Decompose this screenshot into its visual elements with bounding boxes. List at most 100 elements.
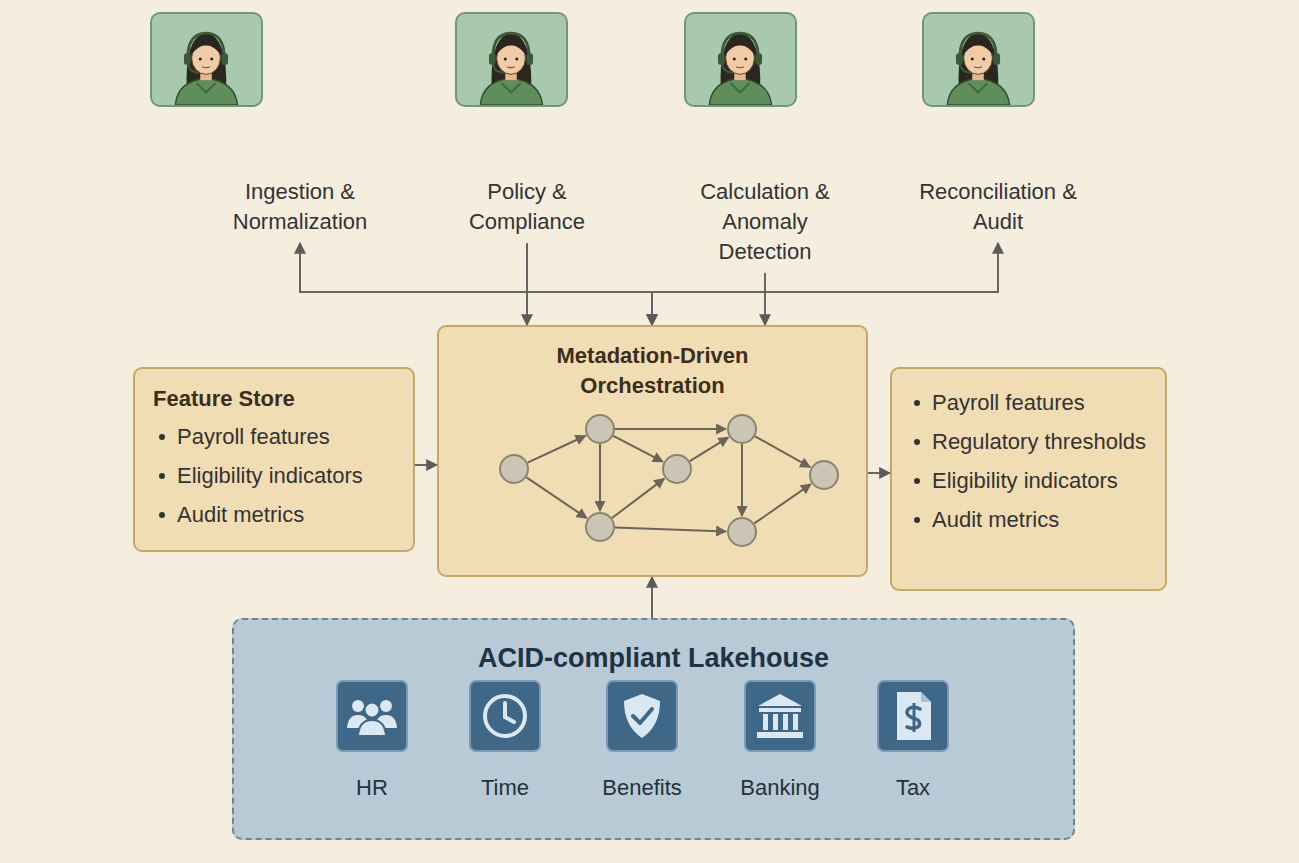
agent-icon [924,14,1033,105]
source-label: Time [445,774,565,802]
source-label: Benefits [582,774,702,802]
path-shape [722,33,758,58]
source-icon: HR [312,680,432,802]
path-shape [722,64,733,73]
agent-label: Reconciliation & Audit [903,177,1093,237]
people-icon [338,682,406,750]
circle-shape [515,57,518,60]
source-icon: Benefits [582,680,702,802]
path-shape [960,64,971,73]
path-shape [188,33,224,58]
feature-box: Payroll featuresRegulatory thresholdsEli… [890,367,1167,591]
graph-node [810,461,838,489]
icon-tile [336,680,408,752]
rect-shape [763,714,768,730]
circle-shape [380,700,392,712]
path-shape [501,83,520,93]
path-shape [960,33,996,58]
connector [300,243,652,325]
path-shape [964,40,993,54]
agent-icon [152,14,261,105]
path-shape [493,33,529,58]
graph-node [586,415,614,443]
graph-node [586,513,614,541]
bullet-item: Eligibility indicators [153,462,399,489]
lakehouse-band: ACID-compliant LakehouseHRTimeBenefitsBa… [232,618,1075,840]
path-shape [358,720,386,736]
path-shape [480,78,542,105]
path-shape [913,703,916,732]
graph-link [599,444,601,511]
agent-tile [455,12,568,107]
rect-shape [489,53,496,64]
graph-link [615,528,726,532]
agent-tile [922,12,1035,107]
clock-icon [471,682,539,750]
path-shape [758,694,802,706]
agent-node: Calculation & Anomaly Detection [690,12,840,267]
circle-shape [352,700,364,712]
agent-node: Policy & Compliance [452,12,602,237]
rect-shape [793,714,798,730]
circle-shape [210,57,213,60]
bullet-item: Regulatory thresholds [908,428,1153,455]
source-icon: Banking [720,680,840,802]
rect-shape [759,708,801,712]
path-shape [624,694,660,738]
graph-link [526,477,586,518]
rect-shape [783,714,788,730]
bullet-item: Audit metrics [908,506,1153,533]
bullet-item: Payroll features [908,389,1153,416]
agent-tile [150,12,263,107]
graph-link [754,484,811,523]
agent-icon [686,14,795,105]
graph-link [755,436,810,467]
rect-shape [956,53,963,64]
bullet-item: Eligibility indicators [908,467,1153,494]
graph-link [615,428,726,430]
graph-link [528,436,586,463]
icon-tile [606,680,678,752]
path-shape [188,64,199,73]
graph-link [690,437,729,461]
connector [415,464,437,466]
circle-shape [365,703,380,718]
path-shape [505,703,514,722]
circle-shape [744,57,747,60]
path-shape [709,78,771,105]
agent-label: Ingestion & Normalization [205,177,395,237]
graph-link [741,444,743,516]
graph-node [728,415,756,443]
rect-shape [221,53,228,64]
agent-tile [684,12,797,107]
path-shape [921,692,931,702]
circle-shape [733,57,736,60]
rect-shape [718,53,725,64]
rect-shape [993,53,1000,64]
path-shape [947,78,1009,105]
path-shape [968,83,987,93]
circle-shape [199,57,202,60]
rect-shape [757,732,803,738]
icon-tile [469,680,541,752]
circle-shape [982,57,985,60]
graph-node [728,518,756,546]
agent-icon [457,14,566,105]
path-shape [493,64,504,73]
tax-document-icon [879,682,947,750]
path-shape [726,40,755,54]
feature-box: Feature StorePayroll featuresEligibility… [133,367,415,552]
graph-node [500,455,528,483]
path-shape [633,709,652,723]
rect-shape [184,53,191,64]
path-shape [202,66,210,68]
agent-node: Ingestion & Normalization [205,12,395,237]
path-shape [730,83,749,93]
path-shape [192,40,221,54]
connector [526,243,528,325]
path-shape [897,692,931,740]
bank-icon [746,682,814,750]
connector [868,472,890,474]
graph-link [612,479,664,518]
